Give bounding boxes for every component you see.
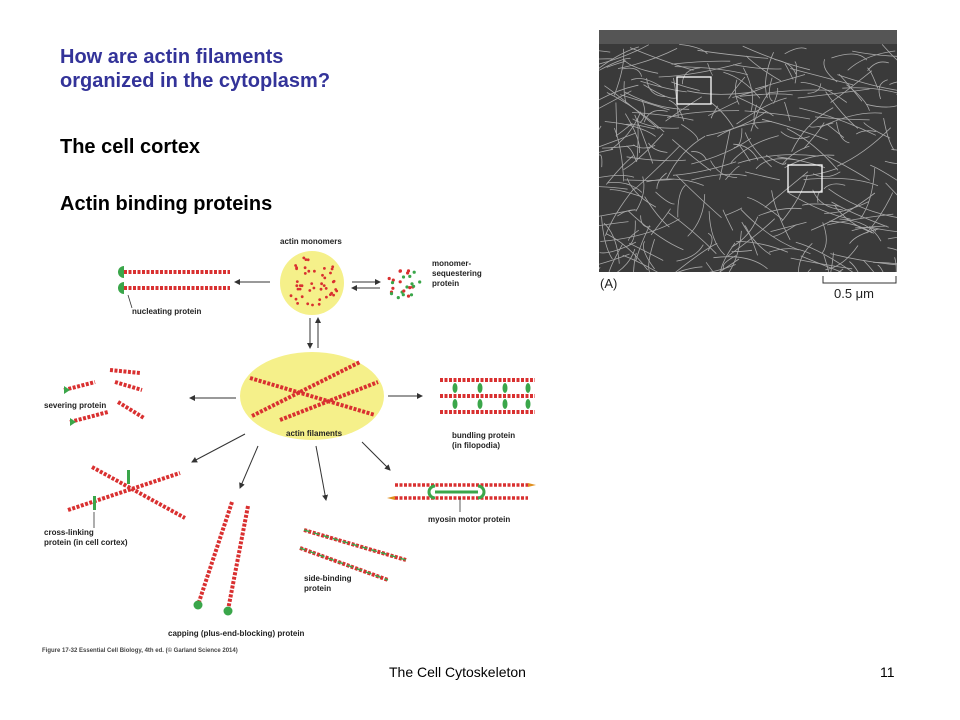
footer-title: The Cell Cytoskeleton: [389, 664, 526, 680]
sequestering-label-3: protein: [432, 279, 459, 288]
sequestering-label-2: sequestering: [432, 269, 482, 278]
severing-label: severing protein: [44, 401, 106, 410]
sequestering-label-1: monomer-: [432, 259, 471, 268]
nucleating-label: nucleating protein: [132, 307, 201, 316]
capping-label: capping (plus-end-blocking) protein: [168, 629, 305, 638]
monomers-label: actin monomers: [280, 237, 342, 246]
inset-box-1: [676, 76, 712, 105]
center-filaments: [249, 360, 379, 422]
scale-bar: [822, 276, 897, 284]
electron-micrograph-image: [599, 30, 897, 272]
slide-question: How are actin filaments organized in the…: [60, 45, 330, 93]
severed-filaments: [63, 368, 146, 426]
figure-credit: Figure 17-32 Essential Cell Biology, 4th…: [42, 648, 238, 654]
question-line-2: organized in the cytoplasm?: [60, 70, 331, 92]
heading-cell-cortex: The cell cortex: [60, 136, 201, 158]
bundling-label-2: (in filopodia): [452, 441, 500, 450]
nucleated-filaments: [118, 266, 230, 294]
bundled-filaments: [440, 378, 535, 414]
capped-filaments: [193, 501, 250, 616]
heading-actin-binding-proteins: Actin binding proteins: [60, 193, 273, 215]
crosslink-label-1: cross-linking: [44, 528, 94, 537]
inset-box-2: [787, 164, 823, 193]
sidebinding-label-1: side-binding: [304, 574, 352, 583]
actin-binding-proteins-diagram: actin filaments actin monomers nucleatin…: [44, 237, 536, 638]
scale-bar-label: 0.5 μm: [834, 286, 875, 301]
crosslinked-filaments: [67, 465, 186, 520]
crosslink-label-2: protein (in cell cortex): [44, 538, 128, 547]
sidebinding-label-2: protein: [304, 584, 331, 593]
myosin-motor-diagram: [387, 483, 536, 500]
myosin-label: myosin motor protein: [428, 515, 510, 524]
question-line-1: How are actin filaments: [60, 46, 284, 68]
side-bound-filaments: [299, 528, 407, 582]
page-number: 11: [880, 664, 895, 680]
micrograph-panel-label: (A): [600, 276, 618, 291]
bundling-label-1: bundling protein: [452, 431, 515, 440]
center-label: actin filaments: [286, 429, 343, 438]
